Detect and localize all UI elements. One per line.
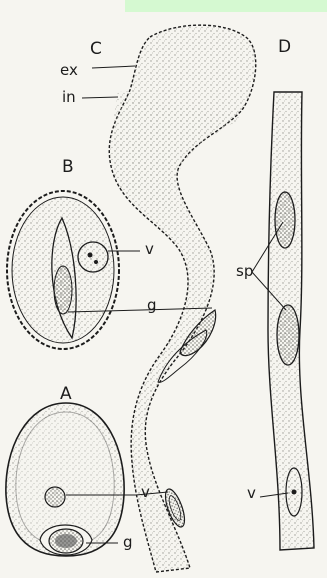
panel-d-label-v: v — [247, 486, 256, 501]
panel-a-pollen-grain — [6, 403, 124, 556]
panel-a-letter: A — [60, 386, 72, 403]
panel-d-letter: D — [278, 39, 291, 56]
panel-b-letter: B — [62, 159, 74, 176]
panel-b-vegetative-nucleus — [78, 242, 108, 272]
panel-c-letter: C — [90, 41, 102, 58]
panel-b-label-v: v — [145, 242, 154, 257]
panel-c-label-in: in — [62, 90, 76, 105]
panel-b-pollen-grain — [7, 191, 119, 349]
panel-d-label-sp: sp — [236, 264, 253, 279]
panel-d-pollen-tube — [268, 92, 314, 550]
panel-c-label-ex: ex — [60, 63, 78, 78]
panel-a-vegetative-nucleus — [45, 487, 65, 507]
panel-b-label-g: g — [147, 298, 157, 313]
panel-d-sperm-2 — [277, 305, 299, 365]
panel-a-label-g: g — [123, 535, 133, 550]
panel-a-label-v: v — [141, 485, 150, 500]
panel-c-pollen-tube — [109, 25, 255, 572]
panel-d-sperm-1 — [275, 192, 295, 248]
